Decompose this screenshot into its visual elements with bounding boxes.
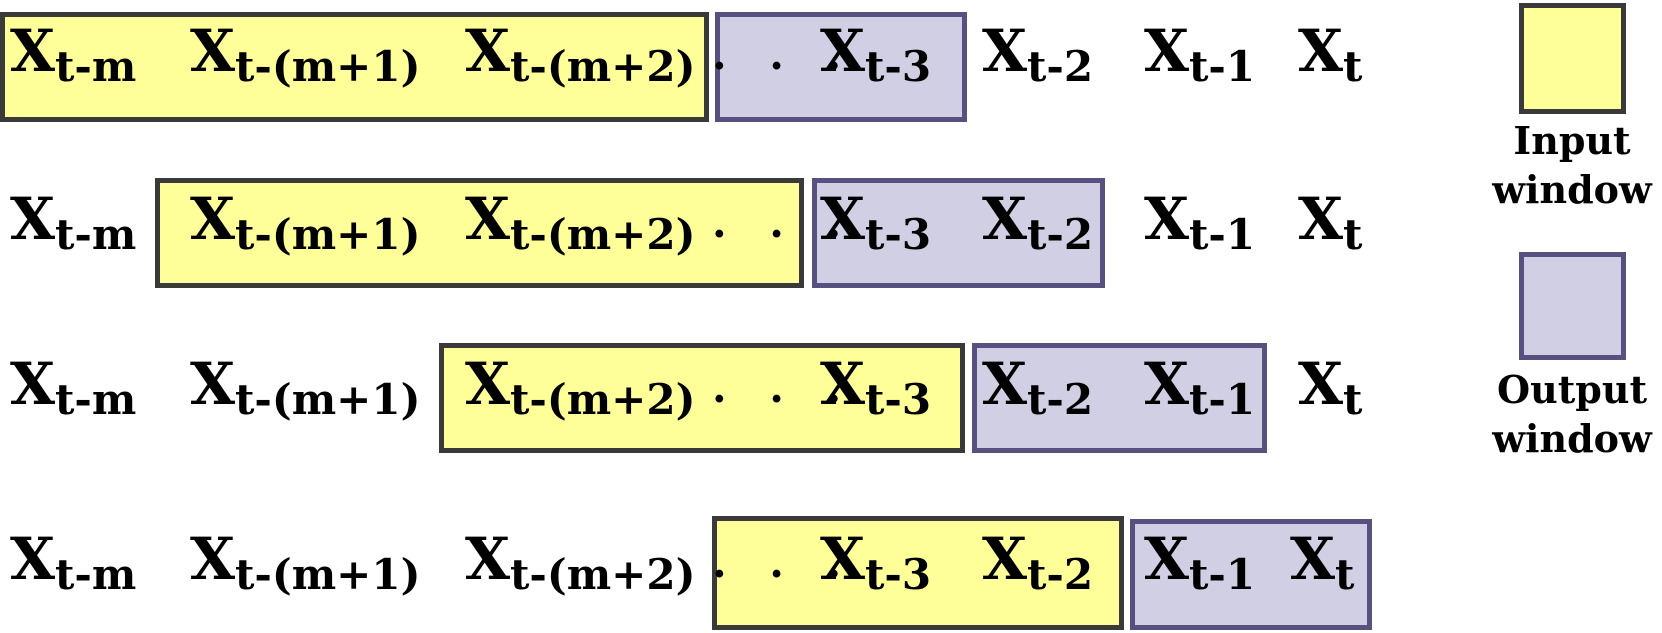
row-3-token-t-m2: Xt-(m+2) (465, 350, 696, 424)
row-3-input-window (439, 343, 965, 453)
row-4-token-t-1: Xt-1 (1144, 525, 1256, 599)
row-1-token-t-m2: Xt-(m+2) (465, 17, 696, 91)
row-4-token-t-m2: Xt-(m+2) (465, 525, 696, 599)
row-3-token-t-m: Xt-m (10, 350, 137, 424)
row-2-token-t-1: Xt-1 (1144, 185, 1256, 259)
row-1-output-window (715, 12, 967, 122)
legend-input-label-line2: window (1492, 167, 1652, 213)
row-4-token-t-m: Xt-m (10, 525, 137, 599)
legend-output-label: Output window (1478, 365, 1662, 464)
row-1-token-t-m: Xt-m (10, 17, 137, 91)
row-4-token-t-2: Xt-2 (982, 525, 1094, 599)
row-1-token-t-m1: Xt-(m+1) (190, 17, 421, 91)
row-2-token-t-m2: Xt-(m+2) (465, 185, 696, 259)
legend-input-label: Input window (1478, 116, 1662, 215)
row-4-output-window (1130, 519, 1372, 630)
row-4-token-t-3: Xt-3 (820, 525, 932, 599)
row-1-token-t-1: Xt-1 (1144, 17, 1256, 91)
row-2-token-t-2: Xt-2 (982, 185, 1094, 259)
row-2-input-window (155, 178, 804, 288)
row-3-output-window (972, 343, 1267, 453)
row-2-ellipsis: . . . (712, 198, 856, 247)
row-3-token-t: Xt (1298, 350, 1363, 424)
legend-input-label-line1: Input (1513, 118, 1631, 163)
row-3-ellipsis: . . . (712, 363, 856, 412)
row-1-input-window (0, 12, 709, 122)
row-1-ellipsis: . . . (712, 30, 856, 79)
row-3-token-t-m1: Xt-(m+1) (190, 350, 421, 424)
row-2-token-t-m1: Xt-(m+1) (190, 185, 421, 259)
row-1-token-t-3: Xt-3 (820, 17, 932, 91)
row-2-token-t-m: Xt-m (10, 185, 137, 259)
row-4-token-t-m1: Xt-(m+1) (190, 525, 421, 599)
row-4-ellipsis: . . . (712, 538, 856, 587)
row-4-token-t: Xt (1290, 525, 1355, 599)
row-4-input-window (712, 516, 1124, 630)
row-1-token-t: Xt (1298, 17, 1363, 91)
row-2-token-t-3: Xt-3 (820, 185, 932, 259)
row-3-token-t-3: Xt-3 (820, 350, 932, 424)
row-2-output-window (812, 178, 1105, 288)
legend-input-swatch (1519, 3, 1626, 114)
row-3-token-t-2: Xt-2 (982, 350, 1094, 424)
legend-output-label-line2: window (1492, 416, 1652, 462)
row-3-token-t-1: Xt-1 (1144, 350, 1256, 424)
row-2-token-t: Xt (1298, 185, 1363, 259)
legend-output-label-line1: Output (1496, 367, 1648, 412)
row-1-token-t-2: Xt-2 (982, 17, 1094, 91)
legend-output-swatch (1519, 252, 1626, 360)
